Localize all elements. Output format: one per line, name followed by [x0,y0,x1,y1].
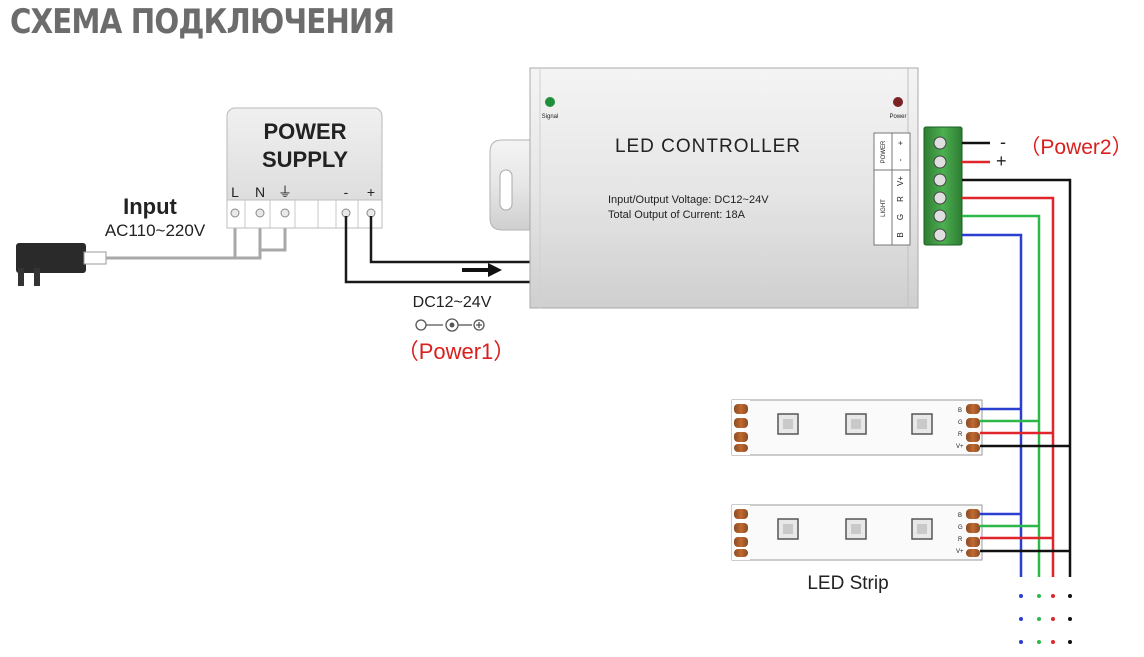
psu-terminal-n: N [255,184,265,200]
psu-name-line1: POWER [263,119,346,144]
controller-title: LED CONTROLLER [615,136,801,157]
terminal-label-minus: - [896,158,905,161]
ground-icon: ⏚ [278,184,292,200]
power2-wires [962,141,990,164]
controller-terminal-block [923,126,963,246]
led-strip-1 [731,399,983,456]
strip1-pin-g: G [958,420,963,426]
strip2-pin-g: G [958,525,963,531]
controller-spec-current: Total Output of Current: 18A [608,209,746,221]
continuation-dots [1019,594,1072,644]
power-led-label: Power [889,114,906,120]
power2-label: （Power2） [1019,136,1132,159]
power-led [893,97,903,107]
power1-label: （Power1） [397,339,516,364]
strip-2-wires [980,512,1070,553]
controller-mount-tab [489,139,531,231]
output-wire-green [962,214,1041,577]
strip2-pin-r: R [958,537,963,543]
psu-terminal-minus: - [344,184,349,200]
led-strip-1-pin-labels: B G R V+ [956,408,964,450]
dc-wires [344,216,530,284]
page-title: СХЕМА ПОДКЛЮЧЕНИЯ [10,2,395,42]
terminal-label-b: B [896,232,905,237]
terminal-label-g: G [896,214,905,220]
terminal-group-power: POWER [881,140,887,163]
ac-plug [16,243,107,286]
controller-spec-voltage: Input/Output Voltage: DC12~24V [608,194,769,206]
terminal-label-panel [873,132,911,246]
led-strip-label: LED Strip [807,573,888,594]
strip-1-wires [980,407,1070,448]
dc-voltage: DC12~24V [413,294,492,311]
strip1-pin-vplus: V+ [956,444,964,450]
output-wire-red [962,196,1055,577]
strip1-pin-r: R [958,432,963,438]
signal-led [545,97,555,107]
terminal-group-light: LIGHT [881,199,887,217]
led-controller [529,67,919,309]
power-supply [226,107,383,229]
psu-name-line2: SUPPLY [262,147,348,172]
signal-label: Signal [542,114,559,120]
output-wire-black [962,178,1072,577]
terminal-label-plus: + [896,140,905,145]
terminal-label-r: R [896,196,905,202]
strip1-pin-b: B [958,408,962,414]
arrow-right-icon [462,263,502,277]
terminal-label-vplus: V+ [896,176,905,186]
led-strip-2 [731,504,983,561]
strip2-pin-vplus: V+ [956,549,964,555]
polarity-icon [415,318,485,332]
strip2-pin-b: B [958,513,962,519]
input-voltage: AC110~220V [105,221,206,240]
led-strip-2-pin-labels: B G R V+ [956,513,964,555]
power2-plus: + [996,151,1007,171]
power2-minus: - [1000,132,1006,152]
psu-terminal-plus: + [367,184,375,200]
input-label: Input [123,194,177,219]
output-wire-blue [962,233,1023,577]
psu-terminal-l: L [231,184,239,200]
